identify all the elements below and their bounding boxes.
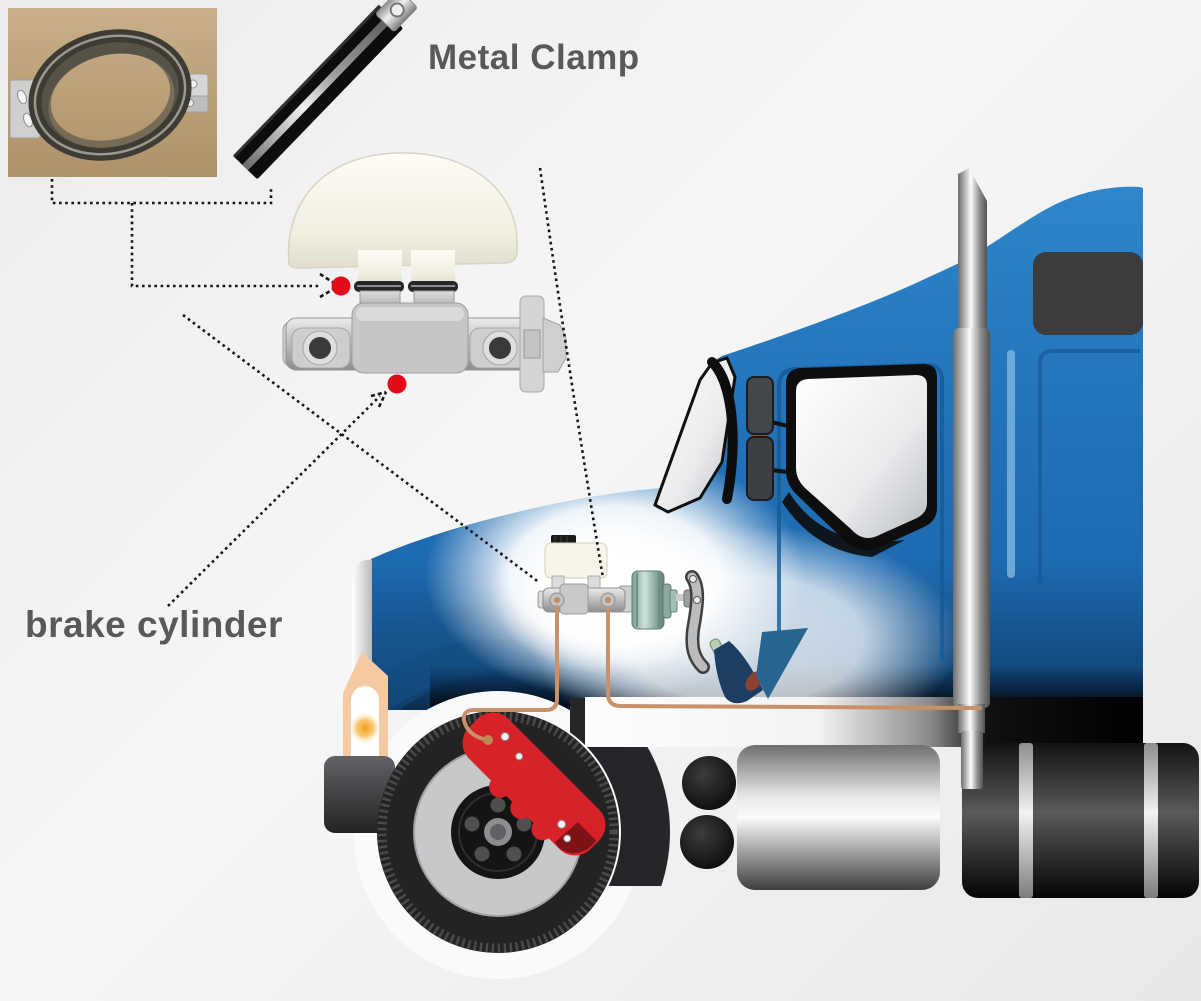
engine-bay-assembly	[537, 535, 808, 704]
brake-line-rear	[606, 607, 982, 710]
arrowhead-lower	[370, 390, 388, 408]
rear-tank	[962, 743, 1199, 898]
metal-clamp-strap	[232, 0, 417, 179]
master-cylinder-illustration	[282, 152, 567, 393]
driver-pant-leg	[756, 628, 808, 699]
door-window-glass	[796, 375, 927, 538]
brake-hose-fitting	[483, 735, 493, 745]
line-clamp-to-truck	[182, 313, 541, 585]
sleeper-outline	[1038, 349, 1140, 585]
truck-master-cylinder	[537, 535, 626, 615]
metal-clamp-photo	[8, 8, 217, 177]
rear-tank-band	[1144, 743, 1158, 898]
connector-to-upper-dot	[130, 203, 320, 288]
reservoir-dome	[287, 152, 518, 269]
reservoir-neck	[411, 250, 455, 284]
sleeper-vent	[1033, 252, 1143, 335]
cylinder-boss-right	[469, 327, 533, 369]
booster-pushrod	[676, 594, 686, 601]
annotations	[50, 167, 605, 607]
truck-illustration	[324, 168, 1199, 979]
marker-dot-upper	[331, 276, 351, 296]
air-tank	[682, 756, 736, 810]
fuel-tank	[737, 745, 940, 890]
air-tank	[680, 815, 734, 869]
windshield-pillar	[707, 357, 738, 504]
brake-cylinder-label: brake cylinder	[25, 604, 283, 645]
line-label-to-lower-dot	[167, 395, 381, 607]
cab-details	[653, 252, 1143, 660]
brake-caliper	[462, 712, 606, 856]
connector-photo-strap	[50, 179, 273, 205]
exhaust-stack	[953, 168, 990, 789]
side-mirror-lower	[746, 436, 774, 501]
brake-lines	[461, 605, 982, 741]
front-wheel	[377, 711, 619, 953]
cab-stripe	[1007, 350, 1015, 578]
neck-clamp-ring	[354, 281, 458, 292]
side-mirror-upper	[746, 376, 774, 435]
windshield-glass	[653, 356, 737, 514]
metal-clamp-label: Metal Clamp	[428, 38, 640, 77]
reservoir-neck	[358, 250, 402, 284]
marker-dot-lower	[387, 374, 407, 394]
brake-line-front	[461, 605, 559, 741]
clamp-ring	[28, 29, 192, 161]
line-metal-clamp-to-truck	[538, 167, 605, 579]
rear-tank-band	[1019, 743, 1033, 898]
cylinder-boss-left	[291, 327, 351, 369]
front-bumper	[324, 756, 395, 833]
window-sill-shadow	[782, 492, 905, 557]
cylinder-snout	[542, 317, 567, 373]
